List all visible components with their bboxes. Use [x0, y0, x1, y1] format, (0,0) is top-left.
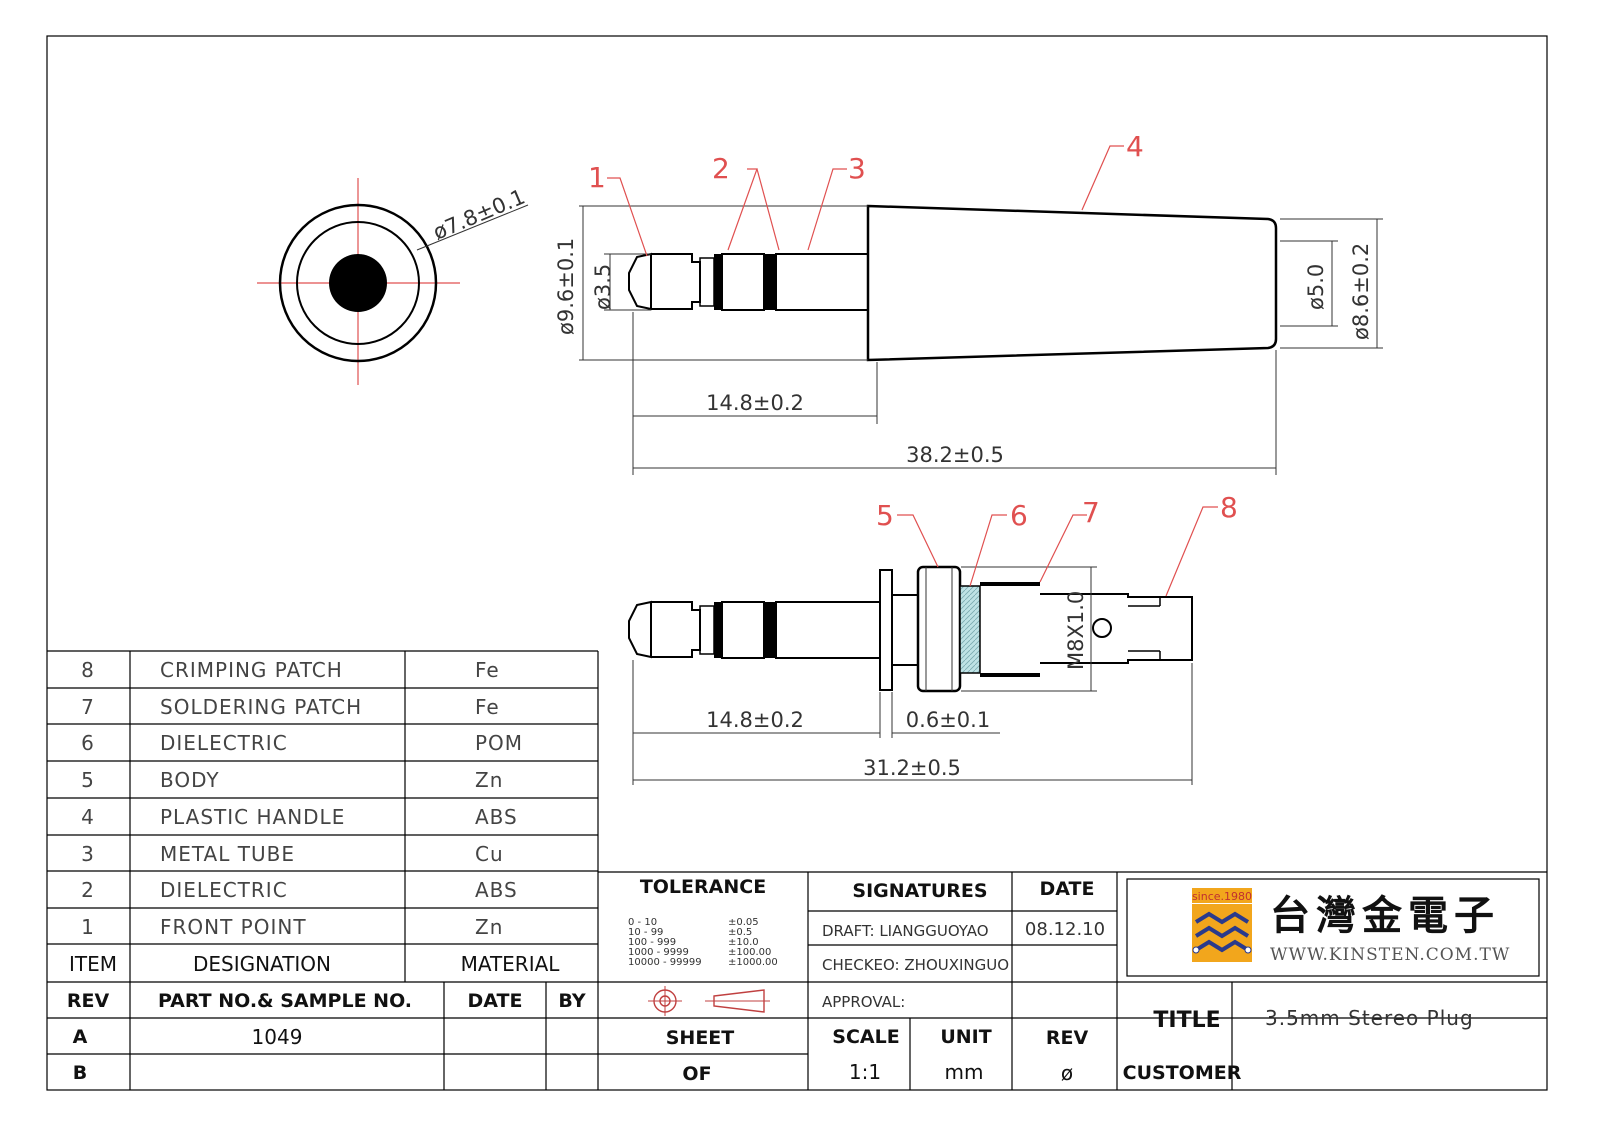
date-value: 08.12.10	[1025, 919, 1105, 940]
signature-approval: APPROVAL:	[822, 993, 905, 1011]
bom-item-7: 7	[81, 695, 95, 719]
tolerance-range-1: 0 - 10	[628, 917, 657, 928]
bom-designation-7: SOLDERING PATCH	[160, 695, 362, 719]
tolerance-range-3: 100 - 999	[628, 937, 676, 948]
title-label: TITLE	[1153, 1008, 1220, 1033]
bom-header-material: MATERIAL	[461, 952, 561, 976]
rev-header-part: PART NO.& SAMPLE NO.	[158, 990, 412, 1012]
callout-8: 8	[1220, 491, 1238, 524]
side-view-top: ø9.6±0.1 ø3.5 ø5.0 ø8.6±0.2 14.8±0.2 38.…	[554, 130, 1383, 475]
unit-label: UNIT	[940, 1026, 991, 1048]
end-view: ø7.8±0.1	[257, 178, 528, 385]
date-label: DATE	[1040, 878, 1095, 900]
callout-1: 1	[588, 161, 606, 194]
bom-header-designation: DESIGNATION	[193, 952, 331, 976]
signature-checked: CHECKEO: ZHOUXINGUO	[822, 956, 1009, 974]
tolerance-value-2: ±0.5	[728, 927, 752, 938]
rev-row-a-part: 1049	[252, 1025, 303, 1049]
tolerance-value-3: ±10.0	[728, 937, 759, 948]
dim-handle-inner: ø5.0	[1304, 264, 1328, 310]
callout-5: 5	[876, 499, 894, 532]
dim-plug-len-top: 14.8±0.2	[706, 391, 804, 415]
unit-value: mm	[945, 1060, 984, 1084]
tolerance-range-5: 10000 - 99999	[628, 957, 702, 968]
callout-7: 7	[1082, 496, 1100, 529]
bom-item-1: 1	[81, 915, 95, 939]
bom-designation-8: CRIMPING PATCH	[160, 658, 343, 682]
bom-table: 8 CRIMPING PATCH Fe 7 SOLDERING PATCH Fe…	[47, 650, 1547, 1090]
tolerance-range-4: 1000 - 9999	[628, 947, 689, 958]
customer-label: CUSTOMER	[1123, 1062, 1242, 1084]
bom-item-2: 2	[81, 878, 95, 902]
rev-header-rev: REV	[67, 990, 110, 1012]
tolerance-value-1: ±0.05	[728, 917, 759, 928]
dim-handle-outer: ø8.6±0.2	[1349, 243, 1373, 340]
sheet-label: SHEET	[666, 1027, 735, 1049]
tolerance-title: TOLERANCE	[640, 876, 766, 898]
dim-end-outer: ø7.8±0.1	[430, 185, 529, 245]
logo-box	[1126, 878, 1540, 977]
rev-label: REV	[1046, 1027, 1089, 1049]
dim-flange: 0.6±0.1	[906, 708, 990, 732]
bom-material-8: Fe	[475, 658, 500, 682]
scale-label: SCALE	[832, 1026, 899, 1048]
signatures-title: SIGNATURES	[852, 880, 987, 902]
company-name: 台灣金電子	[1270, 892, 1500, 939]
bom-designation-4: PLASTIC HANDLE	[160, 805, 345, 829]
side-view-bottom: M8X1.0 14.8±0.2 0.6±0.1 31.2±0.5 5 6 7 8	[628, 491, 1238, 785]
rev-row-b: B	[73, 1062, 87, 1084]
tolerance-value-5: ±1000.00	[728, 957, 778, 968]
dim-total-len-bottom: 31.2±0.5	[863, 756, 961, 780]
projection-symbol-icon	[648, 986, 770, 1016]
dim-plug-len-bottom: 14.8±0.2	[706, 708, 804, 732]
bom-header-item: ITEM	[69, 952, 117, 976]
bom-material-3: Cu	[475, 842, 504, 866]
callout-4: 4	[1126, 130, 1144, 163]
sheet-of-label: OF	[682, 1063, 711, 1085]
dim-total-len-top: 38.2±0.5	[906, 443, 1004, 467]
rev-value: ø	[1061, 1061, 1073, 1085]
bom-material-1: Zn	[475, 915, 503, 939]
callout-3: 3	[848, 152, 866, 185]
sheet-border	[46, 35, 1548, 1091]
bom-item-3: 3	[81, 842, 95, 866]
rev-header-date: DATE	[468, 990, 523, 1012]
bom-item-5: 5	[81, 768, 95, 792]
dim-tip-dia: ø3.5	[591, 264, 615, 310]
title-block: TOLERANCE 0 - 10 10 - 99 100 - 999 1000 …	[598, 871, 1547, 1090]
bom-designation-2: DIELECTRIC	[160, 878, 288, 902]
bom-item-4: 4	[81, 805, 95, 829]
bom-designation-3: METAL TUBE	[160, 842, 295, 866]
bom-item-6: 6	[81, 731, 95, 755]
scale-value: 1:1	[849, 1060, 881, 1084]
tolerance-value-4: ±100.00	[728, 947, 771, 958]
dim-body-dia: ø9.6±0.1	[554, 238, 578, 335]
callout-6: 6	[1010, 499, 1028, 532]
title-value: 3.5mm Stereo Plug	[1265, 1006, 1474, 1030]
dim-thread: M8X1.0	[1064, 591, 1088, 670]
bom-material-7: Fe	[475, 695, 500, 719]
bom-designation-1: FRONT POINT	[160, 915, 307, 939]
callout-2: 2	[712, 152, 730, 185]
bom-material-4: ABS	[475, 805, 518, 829]
bom-material-5: Zn	[475, 768, 503, 792]
bom-designation-5: BODY	[160, 768, 220, 792]
rev-header-by: BY	[558, 990, 585, 1012]
revision-table: REV PART NO.& SAMPLE NO. DATE BY A 1049 …	[47, 982, 1547, 1090]
signature-draft: DRAFT: LIANGGUOYAO	[822, 922, 989, 940]
rev-row-a: A	[73, 1026, 88, 1048]
logo-since: since.1980	[1192, 890, 1252, 903]
company-logo-icon: since.1980	[1192, 888, 1252, 962]
company-url: WWW.KINSTEN.COM.TW	[1270, 945, 1510, 965]
bom-item-8: 8	[81, 658, 95, 682]
bom-material-6: POM	[475, 731, 523, 755]
bom-designation-6: DIELECTRIC	[160, 731, 288, 755]
tolerance-range-2: 10 - 99	[628, 927, 663, 938]
bom-material-2: ABS	[475, 878, 518, 902]
